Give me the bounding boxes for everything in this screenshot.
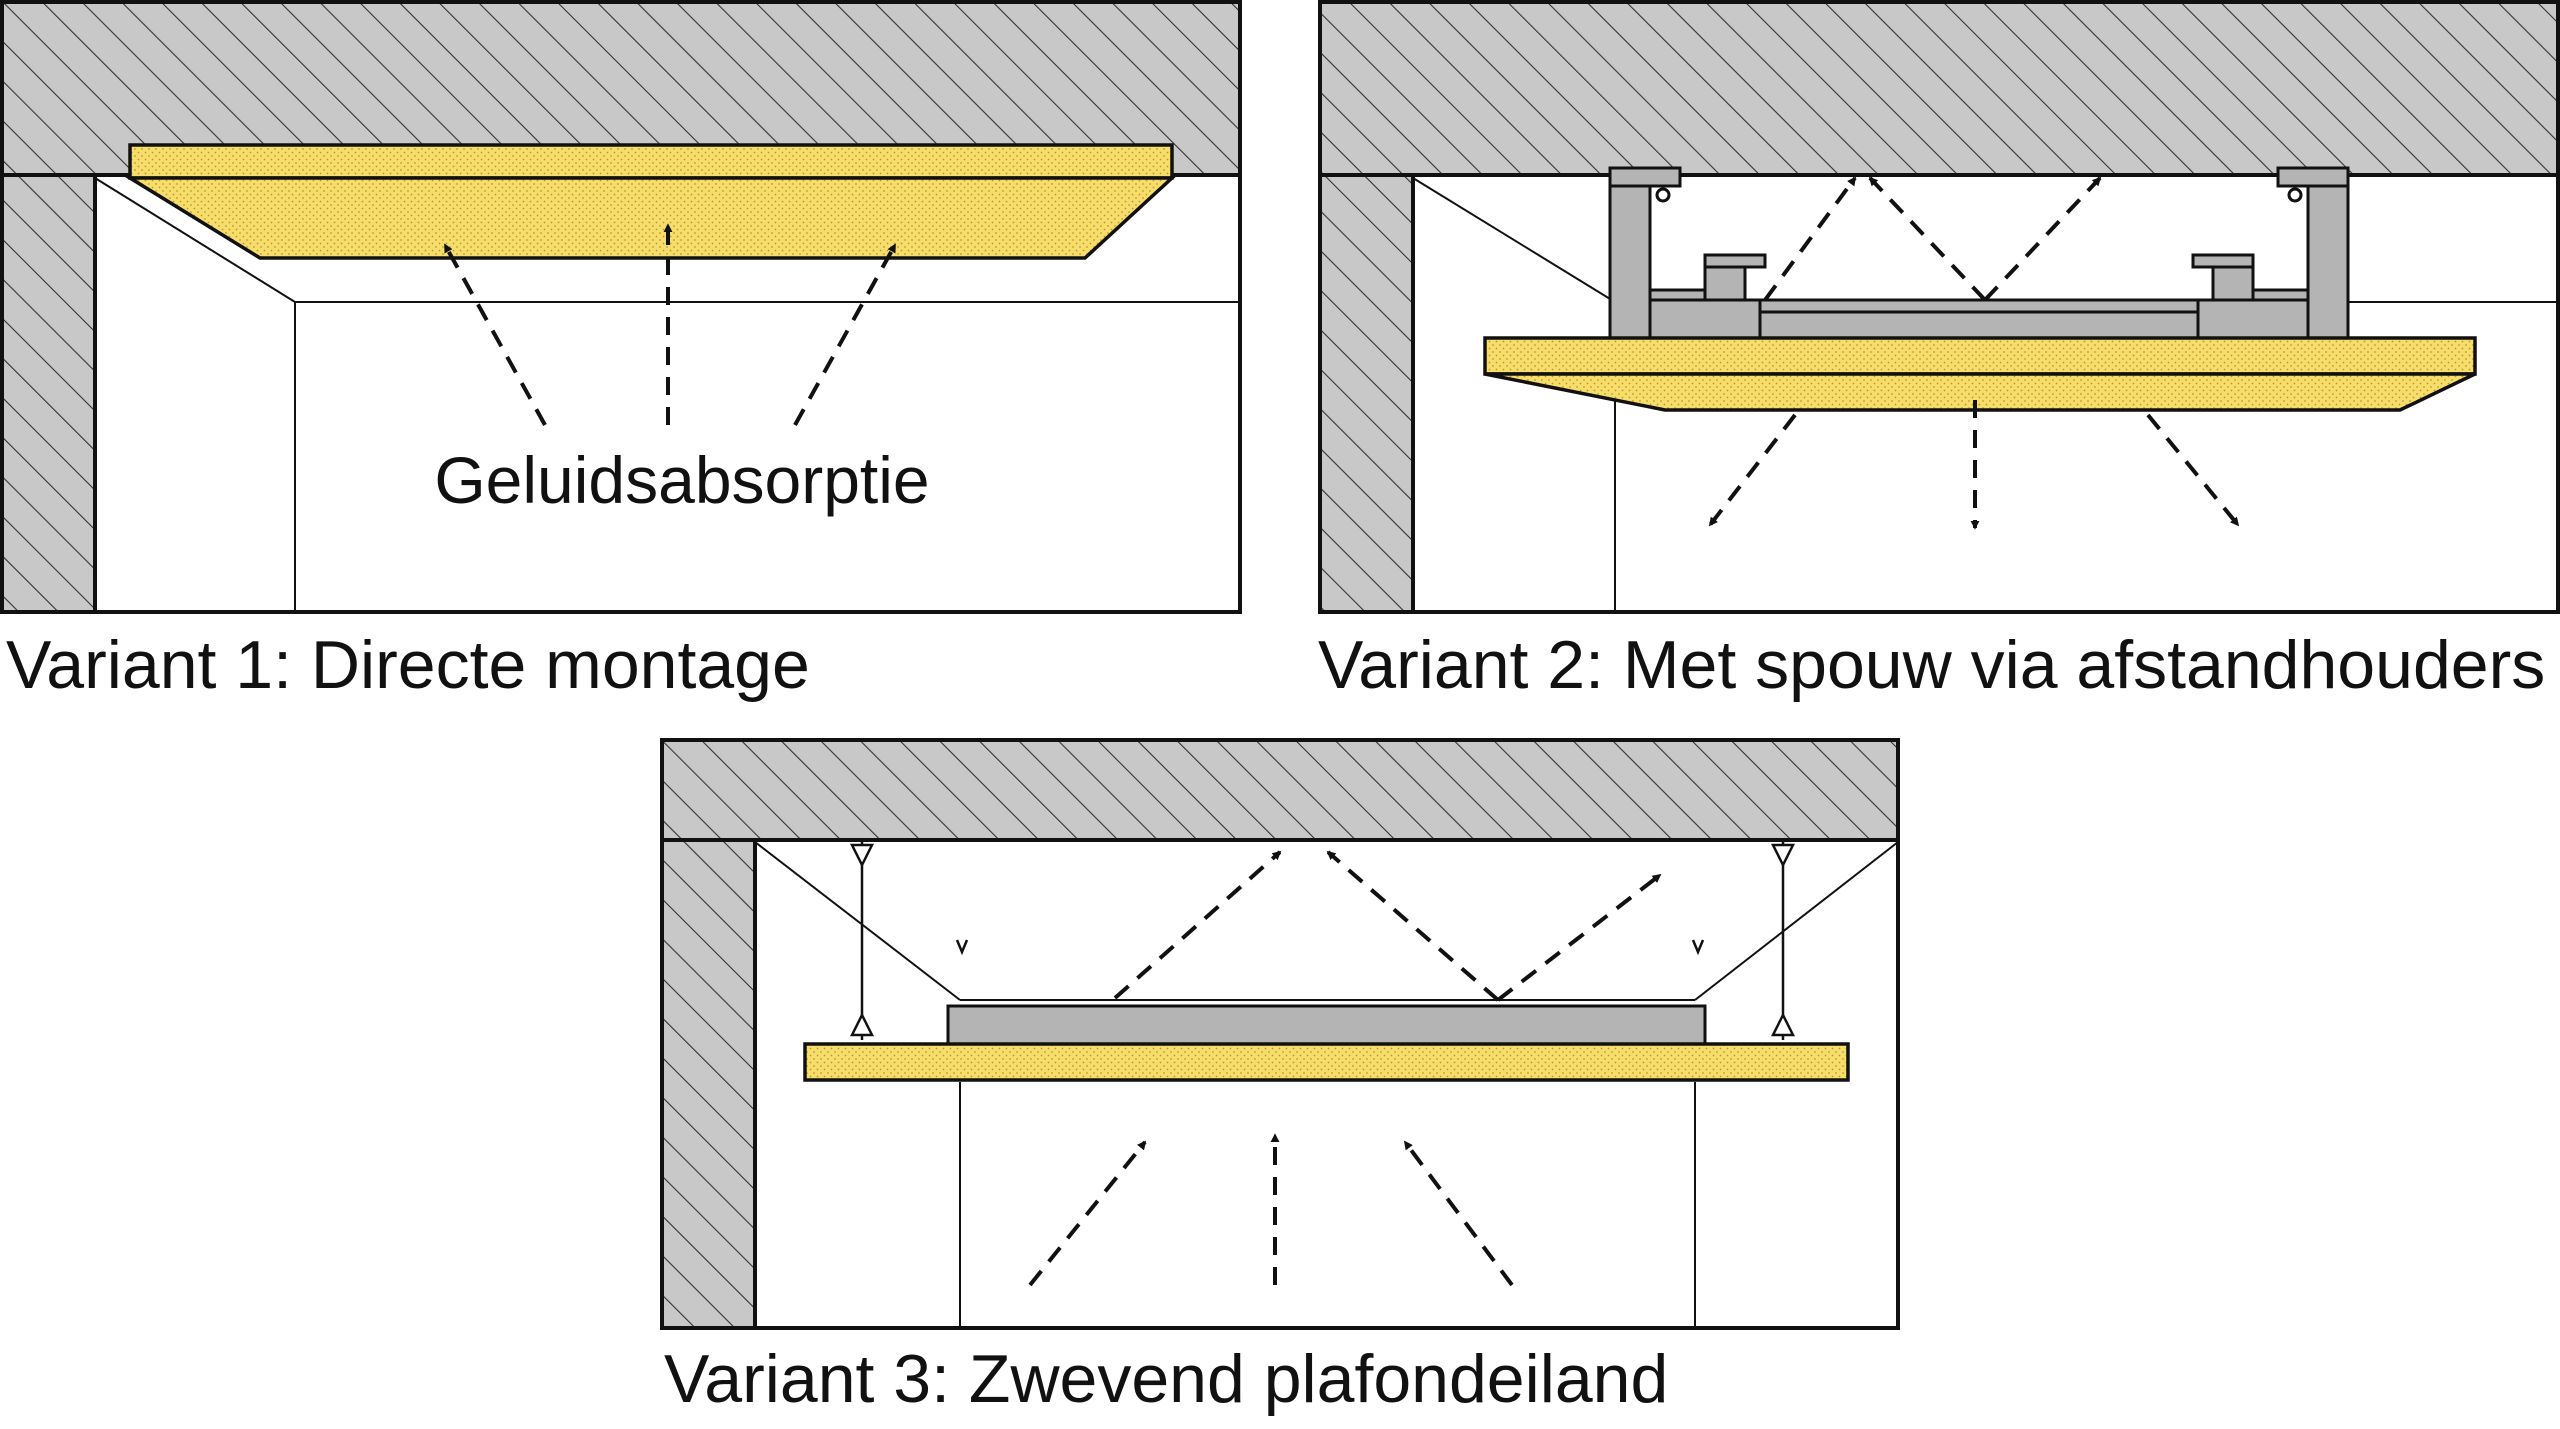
arrow	[1763, 176, 1857, 302]
arrow	[793, 243, 897, 426]
concrete-wall	[660, 838, 757, 1330]
concrete-ceiling	[660, 738, 1900, 842]
arrow	[1028, 1140, 1147, 1287]
arrow	[443, 243, 547, 426]
arrow	[1708, 413, 1797, 527]
spacer-frame	[1608, 166, 2350, 340]
arrow	[1496, 873, 1662, 1002]
caption-variant-3: Variant 3: Zwevend plafondeiland	[664, 1341, 1668, 1417]
absorption-arrows	[443, 223, 897, 426]
upward-arrows	[1028, 1133, 1514, 1287]
concrete-ceiling	[1318, 0, 2560, 177]
arrow	[2146, 413, 2240, 527]
variant-3-panel	[660, 738, 1900, 1330]
suspension-wires	[849, 842, 1796, 1040]
arrow	[1113, 850, 1282, 1000]
caption-variant-1: Variant 1: Directe montage	[6, 627, 810, 703]
room-perspective-lines	[754, 841, 1899, 1328]
arrow	[1326, 850, 1500, 1002]
variant-2-panel	[1318, 0, 2560, 614]
reflection-arrows	[1763, 176, 2102, 302]
variant-1-panel: Geluidsabsorptie	[0, 0, 1242, 614]
reflection-arrows	[1113, 850, 1662, 1002]
absorption-label: Geluidsabsorptie	[434, 443, 929, 517]
absorber-panel	[123, 143, 1177, 260]
absorber-panel	[1483, 336, 2477, 412]
caption-variant-2: Variant 2: Met spouw via afstandhouders	[1318, 627, 2545, 703]
concrete-wall	[0, 173, 97, 614]
island-frame	[946, 1004, 1707, 1046]
downward-arrows	[1708, 400, 2240, 530]
concrete-wall	[1318, 173, 1415, 614]
absorber-island	[803, 1042, 1850, 1082]
room-perspective-lines	[94, 177, 1238, 610]
